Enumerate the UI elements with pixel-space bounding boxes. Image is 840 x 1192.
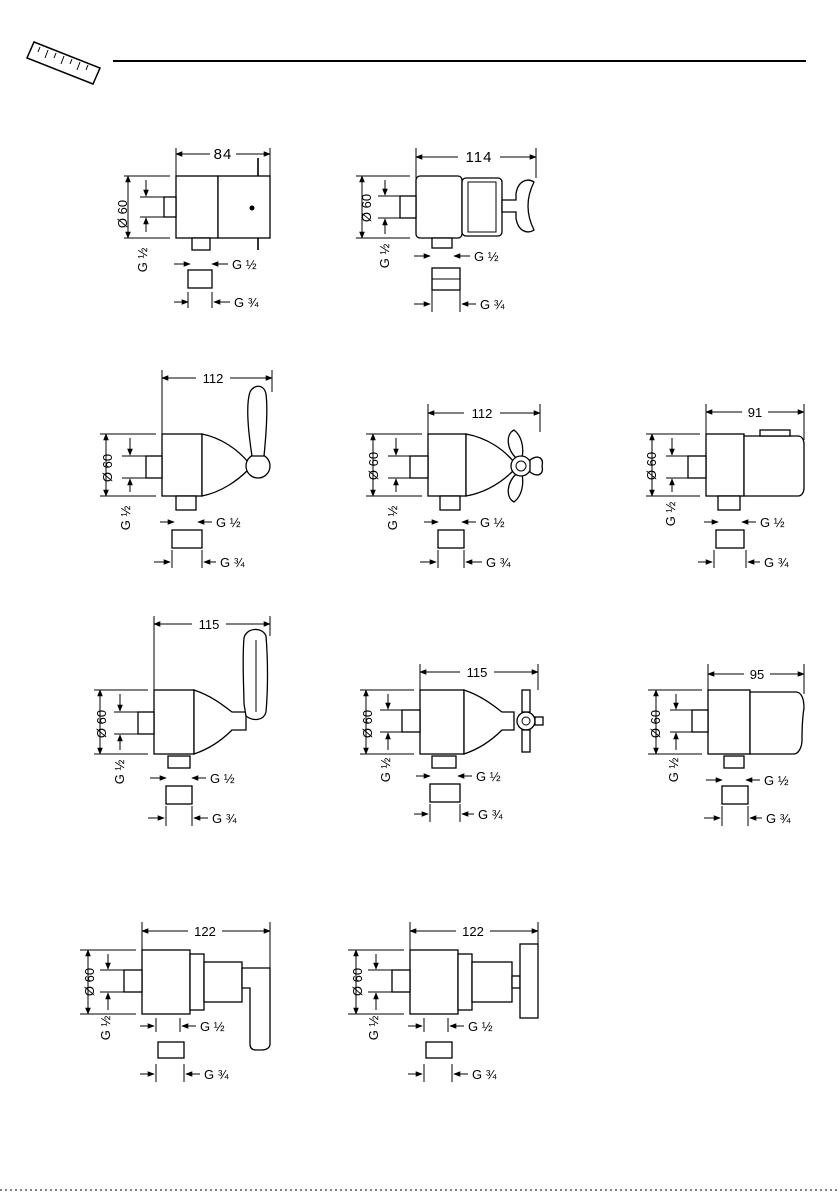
thread-label: G ¾ (220, 555, 245, 570)
width-dimension: 91 (748, 405, 762, 420)
thread-label: G ½ (232, 257, 257, 272)
thread-label: G ½ (480, 515, 505, 530)
width-dimension: 122 (194, 924, 216, 939)
drawing-d10: 122 Ø 60 G ½ G ½ G ¾ (348, 922, 538, 1082)
thread-label: G ½ (366, 1016, 381, 1041)
thread-label: G ½ (468, 1019, 493, 1034)
width-dimension: 95 (750, 667, 764, 682)
width-dimension: 114 (466, 149, 493, 166)
thread-label: G ¾ (478, 807, 503, 822)
diameter-label: Ø 60 (82, 968, 97, 996)
diameter-label: Ø 60 (100, 454, 115, 482)
drawing-d6: 115 Ø 60 G ½ G ½ G ¾ (94, 616, 270, 826)
drawing-d5: 91 Ø 60 G ½ G ½ G ¾ (644, 404, 804, 570)
diameter-label: Ø 60 (350, 968, 365, 996)
thread-label: G ½ (476, 769, 501, 784)
diameter-label: Ø 60 (366, 452, 381, 480)
thread-label: G ½ (377, 244, 392, 269)
drawing-d7: 115 Ø 60 G ½ G ½ G ¾ (360, 664, 543, 822)
width-dimension: 115 (467, 665, 488, 680)
thread-label: G ½ (385, 506, 400, 531)
thread-label: G ½ (474, 249, 499, 264)
thread-label: G ¾ (486, 555, 511, 570)
thread-label: G ½ (666, 758, 681, 783)
thread-label: G ½ (98, 1016, 113, 1041)
thread-label: G ½ (112, 760, 127, 785)
thread-label: G ½ (760, 515, 785, 530)
thread-label: G ½ (378, 758, 393, 783)
thread-label: G ½ (663, 502, 678, 527)
thread-label: G ½ (200, 1019, 225, 1034)
width-dimension: 84 (214, 146, 233, 163)
ruler-icon (27, 42, 100, 84)
width-dimension: 112 (472, 406, 493, 421)
drawing-d2: 114 Ø 60 G ½ G ½ G ¾ (356, 148, 536, 312)
thread-label: G ¾ (212, 811, 237, 826)
drawing-d8: 95 Ø 60 G ½ G ½ G ¾ (648, 664, 804, 826)
thread-label: G ¾ (234, 295, 259, 310)
thread-label: G ½ (216, 515, 241, 530)
diameter-label: Ø 60 (359, 194, 374, 222)
diameter-label: Ø 60 (648, 710, 663, 738)
width-dimension: 115 (199, 617, 220, 632)
thread-label: G ½ (135, 248, 150, 273)
thread-label: G ½ (764, 773, 789, 788)
thread-label: G ½ (210, 771, 235, 786)
drawing-d9: 122 Ø 60 G ½ G ½ G ¾ (80, 922, 270, 1082)
thread-label: G ¾ (480, 297, 505, 312)
diameter-label: Ø 60 (115, 200, 130, 228)
thread-label: G ½ (118, 506, 133, 531)
diameter-label: Ø 60 (644, 452, 659, 480)
thread-label: G ¾ (472, 1067, 497, 1082)
thread-label: G ¾ (766, 811, 791, 826)
thread-label: G ¾ (764, 555, 789, 570)
drawing-d1: 84 Ø 60 G ½ G ½ G ¾ (115, 146, 270, 310)
width-dimension: 122 (462, 924, 484, 939)
thread-label: G ¾ (204, 1067, 229, 1082)
width-dimension: 112 (203, 371, 224, 386)
diameter-label: Ø 60 (360, 710, 375, 738)
drawing-d4: 112 Ø 60 G ½ G ½ G ¾ (366, 404, 542, 570)
drawing-d3: 112 Ø 60 G ½ G ½ G ¾ (100, 370, 272, 570)
diameter-label: Ø 60 (94, 710, 109, 738)
